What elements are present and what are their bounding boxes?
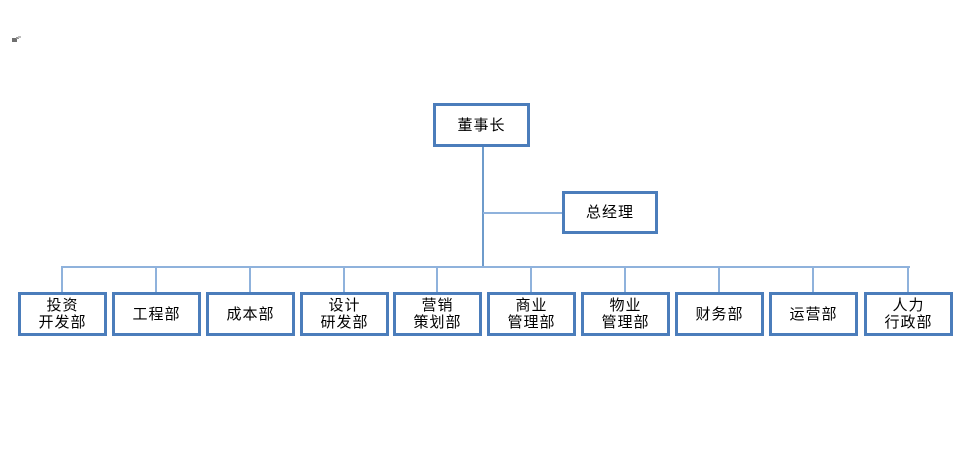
connector-drop-1 bbox=[61, 267, 63, 292]
org-node-dept-marketing-planning[interactable]: 营销 策划部 bbox=[393, 292, 482, 336]
org-node-dept-commercial-management[interactable]: 商业 管理部 bbox=[487, 292, 576, 336]
connector-horizontal-bus bbox=[61, 266, 910, 268]
org-node-dept-design-rd[interactable]: 设计 研发部 bbox=[300, 292, 389, 336]
connector-drop-4 bbox=[343, 267, 345, 292]
connector-drop-5 bbox=[436, 267, 438, 292]
org-node-chairman[interactable]: 董事长 bbox=[433, 103, 530, 147]
connector-general-manager-branch bbox=[483, 212, 562, 214]
connector-drop-2 bbox=[155, 267, 157, 292]
org-node-dept-hr-admin[interactable]: 人力 行政部 bbox=[864, 292, 953, 336]
org-node-dept-investment-development[interactable]: 投资 开发部 bbox=[18, 292, 107, 336]
connector-drop-3 bbox=[249, 267, 251, 292]
cursor-artifact-icon bbox=[12, 36, 21, 42]
connector-drop-10 bbox=[907, 267, 909, 292]
org-node-dept-engineering[interactable]: 工程部 bbox=[112, 292, 201, 336]
org-node-dept-cost[interactable]: 成本部 bbox=[206, 292, 295, 336]
connector-drop-9 bbox=[812, 267, 814, 292]
org-node-general-manager[interactable]: 总经理 bbox=[562, 191, 658, 234]
org-node-dept-property-management[interactable]: 物业 管理部 bbox=[581, 292, 670, 336]
org-node-dept-finance[interactable]: 财务部 bbox=[675, 292, 764, 336]
connector-drop-6 bbox=[530, 267, 532, 292]
connector-drop-8 bbox=[718, 267, 720, 292]
connector-chairman-vertical bbox=[482, 147, 484, 268]
org-node-dept-operations[interactable]: 运营部 bbox=[769, 292, 858, 336]
connector-drop-7 bbox=[624, 267, 626, 292]
